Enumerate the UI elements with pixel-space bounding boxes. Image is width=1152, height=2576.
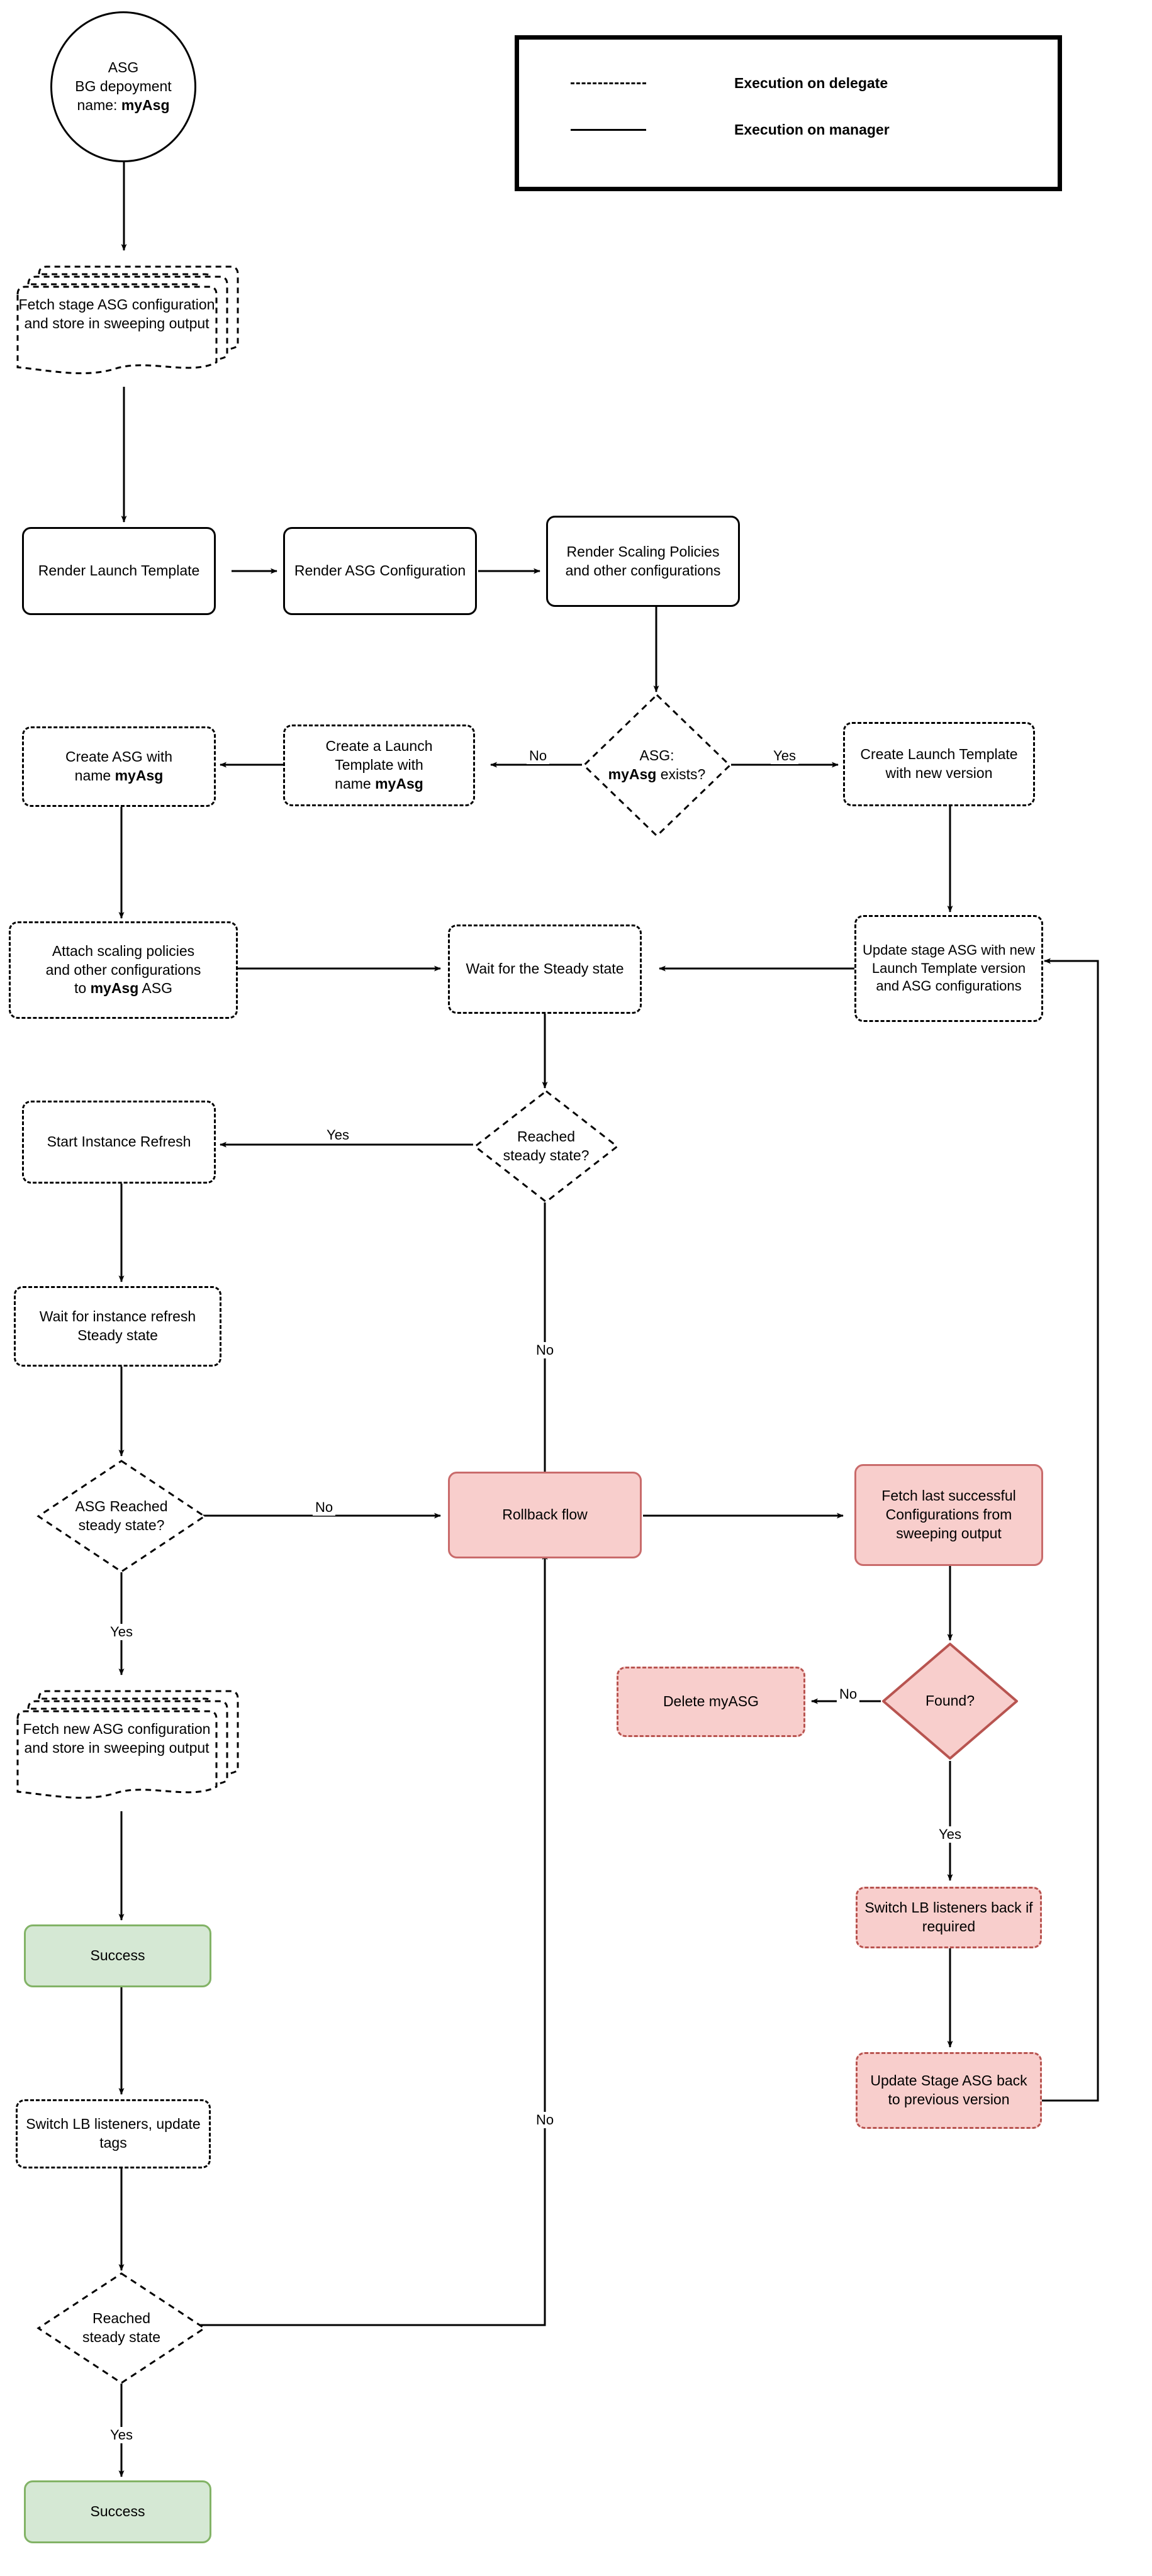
node-fetch-stage-config[interactable]: Fetch stage ASG configuration and store … [9,252,245,387]
node-attach-scaling-policies[interactable]: Attach scaling policies and other config… [9,921,238,1019]
edge-label-found-yes: Yes [936,1826,964,1843]
node-create-launch-template-myasg[interactable]: Create a Launch Template with name myAsg [283,724,475,806]
node-fetch-stage-config-label: Fetch stage ASG configuration and store … [18,296,215,331]
node-asg-reached-steady-state-decision-label: ASG Reached steady state? [75,1498,168,1533]
node-wait-steady-state[interactable]: Wait for the Steady state [448,924,642,1014]
node-update-stage-asg-previous-label: Update Stage ASG back to previous versio… [870,2072,1027,2107]
node-found-decision[interactable]: Found? [881,1641,1019,1761]
edge-label-asg-reached-no: No [312,1499,336,1516]
node-update-stage-asg-label: Update stage ASG with new Launch Templat… [863,942,1035,994]
node-render-asg-configuration[interactable]: Render ASG Configuration [283,527,477,615]
solid-line-icon [571,129,646,131]
legend-row-manager: Execution on manager [571,121,1024,138]
legend-row-delegate: Execution on delegate [571,75,1024,92]
node-asg-reached-steady-state-decision[interactable]: ASG Reached steady state? [36,1459,206,1574]
node-success-bottom-label: Success [90,2503,145,2520]
node-render-scaling-policies[interactable]: Render Scaling Policies and other config… [546,516,740,607]
node-create-asg-myasg-label: Create ASG with name myAsg [65,748,173,784]
edge-label-reached-steady-yes: Yes [324,1127,352,1143]
edge-label-found-no: No [836,1686,860,1702]
node-rollback-flow-label: Rollback flow [502,1506,588,1523]
node-wait-steady-state-label: Wait for the Steady state [466,960,624,977]
node-delete-myasg[interactable]: Delete myASG [617,1667,805,1737]
node-render-launch-template-label: Render Launch Template [38,562,200,579]
edge-label-reached2-yes: Yes [108,2427,135,2443]
node-asg-exists-decision[interactable]: ASG: myAsg exists? [582,693,732,838]
node-attach-scaling-policies-label: Attach scaling policies and other config… [45,942,201,997]
node-create-launch-template-myasg-label: Create a Launch Template with name myAsg [325,738,433,792]
node-create-launch-template-new-version-label: Create Launch Template with new version [860,746,1018,781]
edge-label-asg-exists-yes: Yes [771,748,798,764]
edge-label-asg-reached-yes: Yes [108,1624,135,1640]
legend-label-manager: Execution on manager [734,121,890,138]
edge-label-reached-steady-no: No [533,1342,557,1358]
node-fetch-last-successful[interactable]: Fetch last successful Configurations fro… [854,1464,1043,1566]
node-found-decision-label: Found? [925,1692,975,1709]
node-success-top-label: Success [90,1947,145,1964]
node-fetch-new-asg-config-label: Fetch new ASG configuration and store in… [23,1721,211,1756]
node-start-instance-refresh-label: Start Instance Refresh [47,1133,191,1150]
node-delete-myasg-label: Delete myASG [663,1693,759,1710]
node-start-instance-refresh[interactable]: Start Instance Refresh [22,1101,216,1184]
node-reached-steady-state-decision-label: Reached steady state? [503,1128,590,1163]
legend-label-delegate: Execution on delegate [734,75,888,91]
node-switch-lb-back[interactable]: Switch LB listeners back if required [856,1887,1042,1948]
node-reached-steady-state-decision[interactable]: Reached steady state? [473,1089,619,1204]
node-switch-lb-update-tags-label: Switch LB listeners, update tags [26,2116,201,2151]
node-render-asg-configuration-label: Render ASG Configuration [294,562,466,579]
node-wait-instance-refresh[interactable]: Wait for instance refresh Steady state [14,1286,221,1367]
edge-label-reached2-no: No [533,2112,557,2128]
node-fetch-last-successful-label: Fetch last successful Configurations fro… [881,1487,1016,1541]
node-success-bottom[interactable]: Success [24,2480,211,2543]
node-render-scaling-policies-label: Render Scaling Policies and other config… [565,543,721,579]
node-render-launch-template[interactable]: Render Launch Template [22,527,216,615]
legend-box: Execution on delegate Execution on manag… [515,35,1062,191]
node-rollback-flow[interactable]: Rollback flow [448,1472,642,1558]
node-update-stage-asg[interactable]: Update stage ASG with new Launch Templat… [854,915,1043,1022]
node-switch-lb-update-tags[interactable]: Switch LB listeners, update tags [16,2099,211,2168]
node-fetch-new-asg-config[interactable]: Fetch new ASG configuration and store in… [9,1676,245,1811]
node-success-top[interactable]: Success [24,1924,211,1987]
node-create-asg-myasg[interactable]: Create ASG with name myAsg [22,726,216,807]
node-reached-steady-state-2-decision-label: Reached steady state [82,2310,161,2345]
node-reached-steady-state-2-decision[interactable]: Reached steady state [36,2272,206,2385]
node-update-stage-asg-previous[interactable]: Update Stage ASG back to previous versio… [856,2052,1042,2129]
node-asg-exists-decision-label: ASG: myAsg exists? [608,747,706,782]
edge-label-asg-exists-no: No [526,748,550,764]
node-start-label: ASG BG depoyment name: myAsg [75,59,172,113]
node-wait-instance-refresh-label: Wait for instance refresh Steady state [39,1308,196,1343]
node-switch-lb-back-label: Switch LB listeners back if required [864,1899,1033,1935]
node-start[interactable]: ASG BG depoyment name: myAsg [50,11,196,162]
node-create-launch-template-new-version[interactable]: Create Launch Template with new version [843,722,1035,806]
dashed-line-icon [571,82,646,84]
